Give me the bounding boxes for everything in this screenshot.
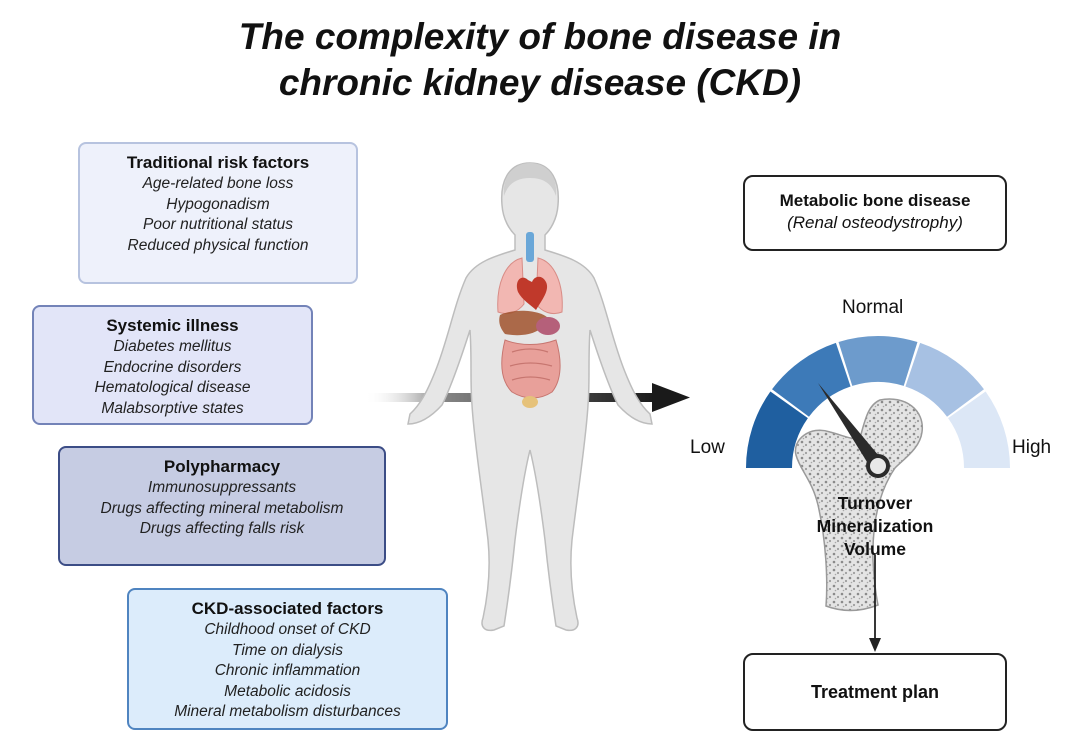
gauge-segment [746, 391, 808, 468]
bone-label-turnover: Turnover [837, 493, 913, 513]
list-item: Time on dialysis [232, 641, 343, 659]
list-item: Reduced physical function [127, 236, 309, 254]
list-item: Immunosuppressants [147, 479, 297, 496]
list-item: Chronic inflammation [214, 662, 361, 679]
gauge-normal-label: Normal [842, 297, 904, 318]
list-item: Hypogonadism [166, 195, 270, 213]
gauge-segment [772, 342, 851, 417]
bone-label-mineralization: Mineralization [816, 516, 934, 536]
title-line-2: chronic kidney disease (CKD) [278, 62, 802, 103]
treatment-plan-box: Treatment plan [743, 653, 1007, 731]
list-item: Metabolic acidosis [224, 682, 351, 700]
metabolic-subtitle: (Renal osteodystrophy) [787, 213, 963, 232]
gauge-needle-icon [818, 383, 890, 478]
human-body-icon [407, 162, 653, 632]
gauge-segment [948, 391, 1010, 468]
title-line-1: The complexity of bone disease in [238, 16, 842, 57]
list-item: Mineral metabolism disturbances [174, 703, 401, 720]
gauge-high-label: High [1012, 437, 1052, 458]
metabolic-bone-disease-box: Metabolic bone disease (Renal osteodystr… [743, 175, 1007, 251]
list-item: Endocrine disorders [103, 358, 242, 376]
list-item: Drugs affecting mineral metabolism [100, 499, 344, 517]
treatment-title: Treatment plan [810, 682, 940, 702]
list-item: Age-related bone loss [142, 175, 294, 192]
ckd-associated-factors-box: CKD-associated factors Childhood onset o… [127, 588, 448, 730]
bone-label-volume: Volume [844, 539, 906, 559]
traditional-risk-factors-box: Traditional risk factors Age-related bon… [78, 142, 358, 284]
figure-title: The complexity of bone disease in chroni… [0, 14, 1080, 106]
arrow-down-icon [869, 555, 881, 652]
gauge-segment [905, 342, 984, 417]
list-item: Malabsorptive states [101, 399, 244, 417]
list-item: Hematological disease [94, 379, 251, 396]
box-title: Polypharmacy [163, 457, 281, 476]
box-title: Traditional risk factors [126, 153, 310, 172]
systemic-illness-box: Systemic illness Diabetes mellitus Endoc… [32, 305, 313, 425]
list-item: Diabetes mellitus [113, 338, 232, 355]
gauge-segment [838, 336, 918, 386]
femur-bone-icon [794, 398, 923, 612]
turnover-gauge [746, 336, 1010, 468]
gauge-low-label: Low [690, 437, 725, 458]
list-item: Poor nutritional status [143, 216, 293, 233]
box-title: Systemic illness [106, 316, 239, 335]
polypharmacy-box: Polypharmacy Immunosuppressants Drugs af… [58, 446, 386, 566]
box-title: CKD-associated factors [191, 599, 384, 618]
list-item: Childhood onset of CKD [204, 621, 371, 638]
list-item: Drugs affecting falls risk [139, 520, 305, 537]
metabolic-title: Metabolic bone disease [779, 191, 971, 210]
